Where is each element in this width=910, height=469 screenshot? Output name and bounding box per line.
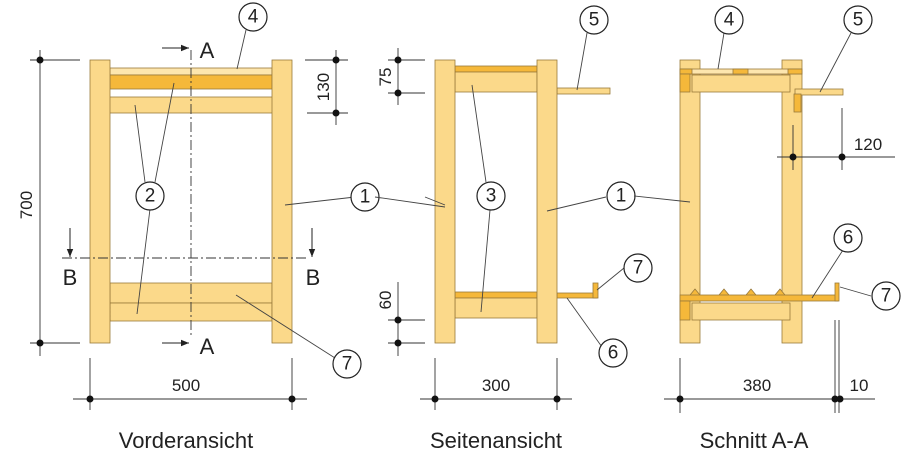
svg-text:5: 5	[853, 10, 864, 31]
shelf-5	[556, 87, 611, 95]
rail-detail	[679, 300, 691, 321]
top-board	[454, 65, 538, 73]
side-view: 75 60 300 5 3 1 7 6 Seitenansicht	[374, 5, 653, 453]
upper-rail-3	[454, 71, 538, 93]
view-title: Seitenansicht	[430, 428, 562, 453]
svg-text:7: 7	[342, 354, 353, 375]
svg-text:7: 7	[633, 258, 644, 279]
callout-3: 3	[476, 181, 506, 211]
svg-text:4: 4	[248, 7, 259, 28]
dimension-120: 120	[777, 108, 895, 170]
svg-text:500: 500	[172, 376, 200, 395]
svg-text:6: 6	[608, 343, 619, 364]
callout-7: 7	[871, 281, 901, 311]
callout-7: 7	[623, 253, 653, 283]
lower-board	[454, 291, 538, 299]
upper-rail	[691, 74, 791, 93]
board-detail	[679, 68, 693, 75]
dimension-75: 75	[376, 48, 425, 105]
dimension-60: 60	[376, 282, 425, 356]
callout-2: 2	[135, 181, 165, 211]
left-leg	[679, 59, 701, 344]
section-label-a: A	[200, 38, 215, 63]
view-title: Schnitt A-A	[700, 428, 809, 453]
right-leg	[536, 59, 558, 344]
callout-1: 1	[350, 182, 380, 212]
callout-1: 1	[606, 181, 636, 211]
svg-text:60: 60	[376, 291, 395, 310]
callout-4: 4	[714, 5, 744, 35]
shelf-5	[794, 88, 844, 96]
rail-detail	[679, 73, 691, 93]
shelf-slats	[689, 288, 786, 296]
callout-5: 5	[843, 5, 873, 35]
shelf-6	[556, 292, 598, 299]
right-leg	[781, 59, 803, 344]
board-detail	[787, 68, 803, 75]
svg-text:6: 6	[843, 228, 854, 249]
lower-rail	[691, 302, 791, 321]
shelf-6	[679, 294, 839, 302]
front-view: A A B B 700 130 500 4 2 1 7 Vorderansich…	[17, 2, 380, 453]
dimension-380-10: 380 10	[664, 320, 875, 413]
svg-text:130: 130	[314, 73, 333, 101]
callout-4: 4	[238, 2, 268, 32]
svg-text:5: 5	[589, 10, 600, 31]
section-label-b: B	[306, 265, 321, 290]
svg-text:2: 2	[145, 186, 156, 207]
callout-7: 7	[332, 349, 362, 379]
shelf-lip-7	[834, 282, 840, 302]
section-label-b: B	[63, 265, 78, 290]
left-leg	[89, 59, 111, 344]
svg-text:10: 10	[850, 376, 869, 395]
svg-text:1: 1	[616, 186, 627, 207]
dimension-130: 130	[305, 50, 348, 125]
callout-5: 5	[579, 5, 609, 35]
svg-text:700: 700	[17, 191, 36, 219]
svg-text:300: 300	[482, 376, 510, 395]
shelf-lip-7	[592, 282, 599, 299]
svg-text:120: 120	[854, 135, 882, 154]
right-leg	[271, 59, 293, 344]
dimension-300: 300	[420, 358, 572, 410]
board-detail	[732, 68, 749, 75]
svg-text:4: 4	[724, 10, 735, 31]
left-leg	[434, 59, 456, 344]
lower-rail-3	[454, 297, 538, 319]
svg-text:1: 1	[360, 187, 371, 208]
section-label-a: A	[200, 334, 215, 359]
svg-text:75: 75	[376, 68, 395, 87]
svg-text:7: 7	[881, 286, 892, 307]
dimension-500: 500	[73, 358, 307, 410]
svg-text:3: 3	[486, 186, 497, 207]
callout-6: 6	[598, 338, 628, 368]
view-title: Vorderansicht	[119, 428, 254, 453]
section-view: 120 380 10 4 5 6 7 Schnitt A-A	[633, 5, 901, 453]
svg-text:380: 380	[743, 376, 771, 395]
callout-6: 6	[833, 223, 863, 253]
shelf-bracket	[793, 93, 802, 113]
dimension-700: 700	[17, 50, 80, 356]
